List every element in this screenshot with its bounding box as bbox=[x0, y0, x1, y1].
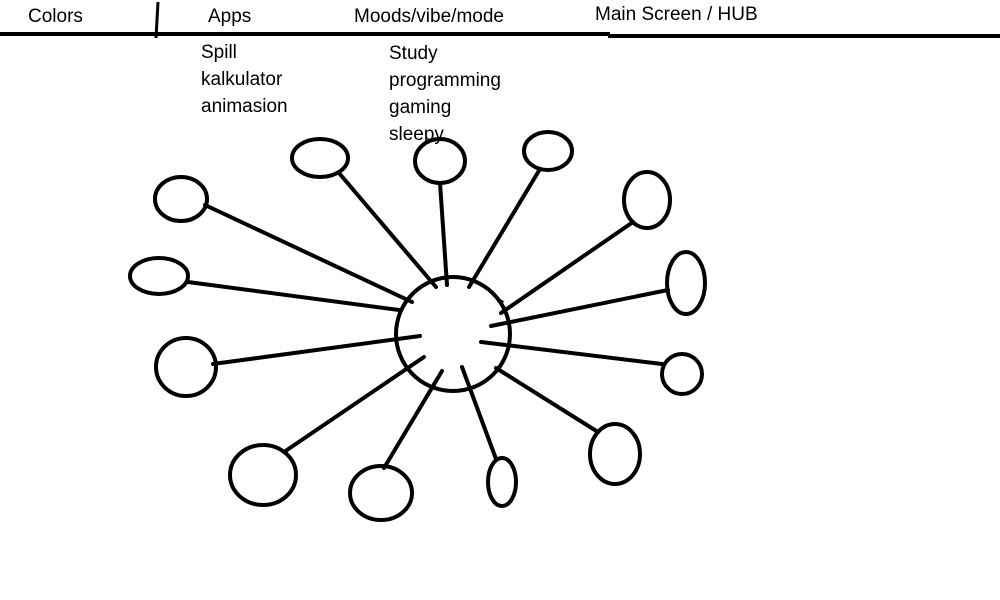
hub-node-9[interactable] bbox=[348, 464, 414, 522]
hub-node-11[interactable] bbox=[154, 336, 218, 398]
nav-colors-tab[interactable]: Colors bbox=[28, 6, 83, 27]
hub-node-3[interactable] bbox=[522, 130, 574, 172]
hub-spoke-11 bbox=[211, 334, 422, 366]
nav-apps-tab[interactable]: Apps bbox=[208, 6, 252, 27]
nav-hub-tab[interactable]: Main Screen / HUB bbox=[595, 4, 758, 25]
hub-spoke-3 bbox=[467, 167, 542, 289]
apps-menu-item-kalkulator[interactable]: kalkulator bbox=[201, 69, 283, 90]
hub-spoke-12 bbox=[186, 280, 401, 312]
hub-spoke-6 bbox=[479, 340, 664, 366]
hub-spoke-13 bbox=[203, 203, 414, 304]
hub-center-circle[interactable] bbox=[394, 275, 512, 393]
apps-menu-item-animasion[interactable]: animasion bbox=[201, 96, 288, 117]
hub-spoke-1 bbox=[337, 171, 438, 289]
apps-menu-list: Spill kalkulator animasion bbox=[201, 39, 288, 120]
moods-menu-item-programming[interactable]: programming bbox=[389, 70, 501, 91]
hub-spoke-2 bbox=[438, 181, 449, 287]
spokes-layer bbox=[186, 167, 670, 470]
nav-separator bbox=[154, 1, 160, 39]
hub-node-5[interactable] bbox=[665, 250, 707, 316]
hub-spoke-5 bbox=[489, 288, 670, 328]
hub-node-2[interactable] bbox=[413, 137, 467, 185]
hub-node-7[interactable] bbox=[588, 422, 642, 486]
top-nav-bar: Colors Apps Moods/vibe/mode Main Screen … bbox=[0, 0, 1000, 40]
nav-moods-tab[interactable]: Moods/vibe/mode bbox=[354, 6, 504, 27]
hub-node-8[interactable] bbox=[486, 456, 518, 508]
hub-spoke-8 bbox=[460, 365, 498, 461]
hub-node-1[interactable] bbox=[290, 137, 350, 179]
hub-node-13[interactable] bbox=[153, 175, 209, 223]
hub-node-6[interactable] bbox=[660, 352, 704, 396]
apps-menu-item-spill[interactable]: Spill bbox=[201, 42, 237, 63]
nodes-layer bbox=[128, 130, 707, 522]
hub-node-12[interactable] bbox=[128, 256, 190, 296]
hub-spoke-10 bbox=[282, 355, 426, 454]
hub-node-4[interactable] bbox=[622, 170, 672, 230]
hub-spoke-7 bbox=[494, 366, 600, 434]
hub-spoke-4 bbox=[499, 220, 635, 315]
moods-menu-item-gaming[interactable]: gaming bbox=[389, 97, 452, 118]
moods-menu-item-study[interactable]: Study bbox=[389, 43, 438, 64]
hub-node-10[interactable] bbox=[228, 443, 298, 507]
